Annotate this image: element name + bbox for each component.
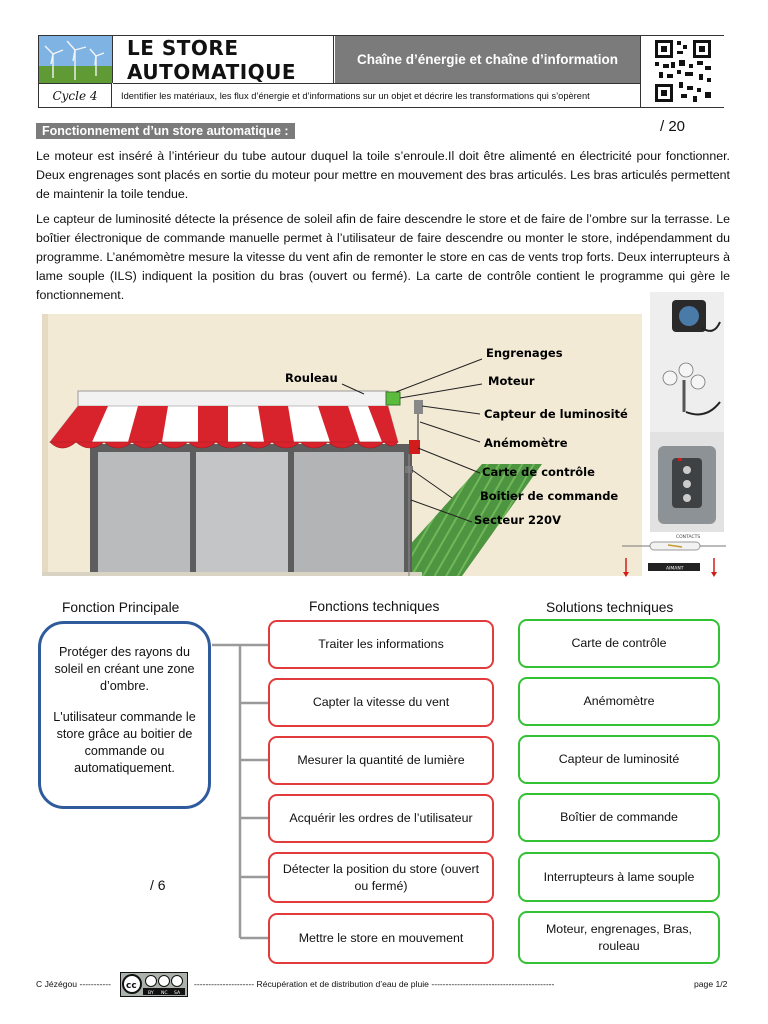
objective-text: Identifier les matériaux, les flux d’éne…	[113, 83, 640, 107]
solution-box: Anémomètre	[518, 677, 720, 726]
score-total: / 20	[660, 118, 686, 135]
cycle-label: Cycle 4	[39, 83, 112, 107]
callout-capteur: Capteur de luminosité	[484, 407, 628, 421]
solution-box: Carte de contrôle	[518, 619, 720, 668]
fonction-principale-text: Protéger des rayons du soleil en créant …	[54, 645, 195, 693]
footer-title: --------------------- Récupération et de…	[194, 979, 555, 989]
footer: C Jézégou ----------- cc BY NC SA ------…	[36, 972, 736, 998]
page-number: page 1/2	[694, 979, 728, 989]
chapter-banner: Chaîne d’énergie et chaîne d’information	[335, 36, 640, 83]
score-diagram: / 6	[150, 877, 166, 893]
fonction-box: Acquérir les ordres de l’utilisateur	[268, 794, 494, 843]
cc-nc-label: NC	[161, 990, 168, 996]
page-title: LE STORE AUTOMATIQUE	[113, 36, 334, 84]
solution-label: Interrupteurs à lame souple	[543, 869, 695, 884]
svg-text:cc: cc	[126, 981, 137, 991]
paragraph-moteur: Le moteur est inséré à l’intérieur du tu…	[36, 149, 730, 201]
callout-rouleau: Rouleau	[285, 371, 338, 385]
solution-label: Moteur, engrenages, Bras, rouleau	[545, 921, 693, 953]
solution-label: Anémomètre	[583, 694, 655, 708]
fonction-label: Détecter la position du store (ouvert ou…	[282, 861, 480, 893]
fonction-box: Capter la vitesse du vent	[268, 678, 494, 727]
solution-box: Interrupteurs à lame souple	[518, 852, 720, 902]
fonction-label: Capter la vitesse du vent	[312, 695, 450, 709]
callout-secteur: Secteur 220V	[474, 513, 561, 527]
col-title-solutions: Solutions techniques	[546, 600, 674, 615]
wind-turbine-thumbnail	[39, 36, 113, 83]
callout-boitier: Boitier de commande	[480, 489, 618, 503]
remote-control-photo	[650, 432, 724, 532]
fonction-box: Détecter la position du store (ouvert ou…	[268, 852, 494, 903]
header: LE STORE AUTOMATIQUE Chaîne d’énergie et…	[38, 35, 724, 108]
cc-by-label: BY	[148, 990, 154, 996]
qr-code	[640, 36, 724, 107]
fonction-box: Mesurer la quantité de lumière	[268, 736, 494, 785]
solution-label: Boîtier de commande	[560, 810, 678, 824]
footer-author: C Jézégou -----------	[36, 979, 111, 989]
callout-carte: Carte de contrôle	[482, 465, 595, 479]
col-title-techniques: Fonctions techniques	[309, 599, 440, 614]
ils-drawing: CONTACTS AIMANT	[620, 530, 728, 578]
ils-label-contacts: CONTACTS	[676, 534, 700, 540]
solution-label: Capteur de luminosité	[558, 752, 680, 766]
fonction-label: Acquérir les ordres de l’utilisateur	[289, 811, 473, 825]
awning-illustration: Rouleau Engrenages Moteur Capteur de lum…	[42, 314, 642, 576]
solution-box: Capteur de luminosité	[518, 735, 720, 784]
fonction-principale-usage: L'utilisateur commande le store grâce au…	[53, 710, 196, 775]
ils-label-aimant: AIMANT	[666, 566, 684, 572]
fonction-label: Mettre le store en mouvement	[298, 931, 464, 945]
fonction-box: Mettre le store en mouvement	[268, 913, 494, 964]
col-title-principale: Fonction Principale	[62, 600, 180, 615]
creative-commons-badge: cc BY NC SA	[120, 972, 188, 997]
cc-sa-label: SA	[174, 990, 181, 996]
fonction-label: Mesurer la quantité de lumière	[297, 753, 465, 767]
solution-box: Moteur, engrenages, Bras, rouleau	[518, 911, 720, 964]
fonction-box: Traiter les informations	[268, 620, 494, 669]
fonction-principale-box: Protéger des rayons du soleil en créant …	[38, 621, 211, 809]
paragraph-capteurs: Le capteur de luminosité détecte la prés…	[36, 212, 730, 302]
callout-engrenages: Engrenages	[486, 346, 563, 360]
callout-moteur: Moteur	[488, 374, 535, 388]
solution-box: Boîtier de commande	[518, 793, 720, 842]
device-photos	[650, 292, 724, 432]
solution-label: Carte de contrôle	[571, 636, 667, 650]
section-title: Fonctionnement d’un store automatique :	[36, 123, 295, 139]
fonction-label: Traiter les informations	[318, 637, 444, 651]
callout-anemometre: Anémomètre	[484, 436, 568, 450]
